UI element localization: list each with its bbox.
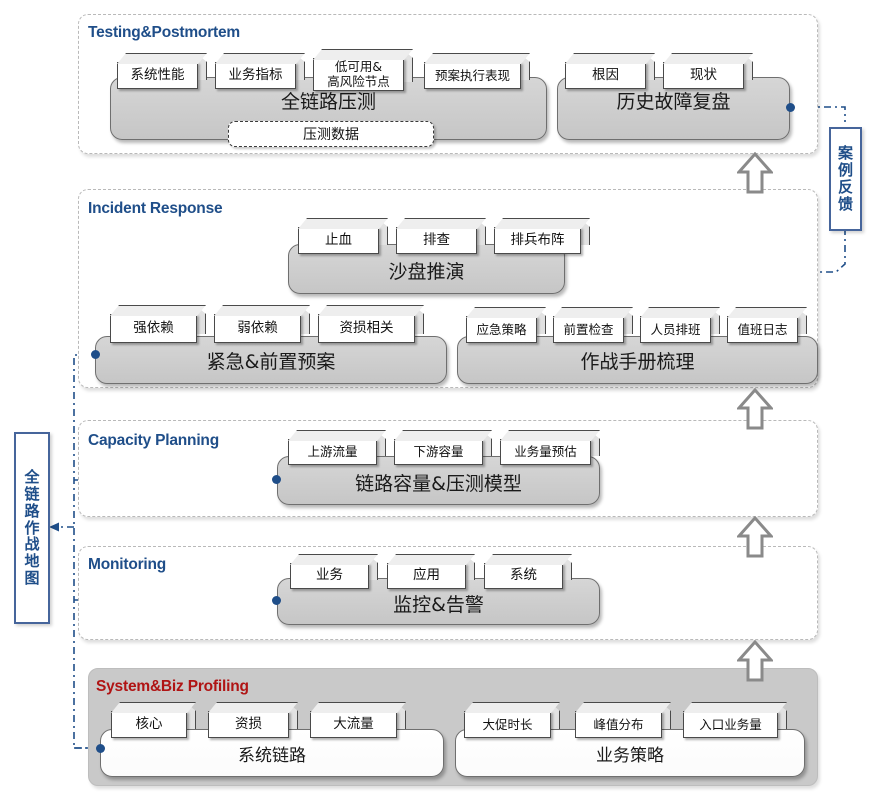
group-label-emergency-preset-plan: 紧急&前置预案: [206, 351, 336, 373]
section-title-incident-response: Incident Response: [88, 200, 223, 217]
group-emergency-preset-plan[interactable]: 紧急&前置预案: [95, 336, 447, 384]
label-char: 链: [24, 485, 40, 503]
group-label-link-capacity-model: 链路容量&压测模型: [355, 473, 522, 495]
chip-face: 预案执行表现: [424, 62, 521, 89]
chip-low-availability-high-risk-node[interactable]: 低可用& 高风险节点: [313, 49, 413, 91]
chip-face: 强依赖: [110, 314, 197, 343]
arrow-profiling-to-monitoring: [737, 640, 773, 682]
label-char: 作: [24, 518, 40, 537]
chip-business-metrics[interactable]: 业务指标: [215, 53, 305, 89]
section-title-capacity-planning: Capacity Planning: [88, 432, 219, 449]
chip-face: 根因: [565, 62, 646, 89]
chip-face: 值班日志: [727, 316, 798, 343]
chip-face: 核心: [111, 711, 187, 738]
label-char: 反: [837, 178, 853, 196]
label-cap-bottom: [14, 622, 50, 624]
chip-upstream-traffic[interactable]: 上游流量: [288, 430, 386, 465]
chip-weak-dependency[interactable]: 弱依赖: [214, 305, 310, 343]
chip-face: 业务量预估: [500, 439, 591, 465]
label-full-link-battle-map[interactable]: 全 链 路 作 战 地 图: [14, 432, 50, 624]
chip-root-cause[interactable]: 根因: [565, 53, 655, 89]
label-char: 馈: [837, 194, 853, 213]
section-title-system-biz-profiling: System&Biz Profiling: [96, 678, 249, 695]
connector-dot-emergency-preset-plan: [91, 350, 100, 359]
section-title-monitoring: Monitoring: [88, 556, 167, 573]
chip-face: 排查: [396, 227, 477, 254]
connector-dot-link-capacity-model: [272, 475, 281, 484]
chip-system-performance[interactable]: 系统性能: [117, 53, 207, 89]
group-label-full-link-stress-test: 全链路压测: [280, 91, 376, 113]
chip-core[interactable]: 核心: [111, 702, 196, 738]
chip-promotion-duration[interactable]: 大促时长: [464, 702, 560, 738]
chip-face: 止血: [298, 227, 379, 254]
chip-face: 大流量: [310, 711, 397, 738]
chip-face: 资损: [208, 711, 289, 738]
chip-duty-log[interactable]: 值班日志: [727, 307, 807, 343]
chip-face: 现状: [663, 62, 744, 89]
chip-face: 业务指标: [215, 62, 296, 89]
group-label-battle-manual: 作战手册梳理: [580, 351, 695, 373]
chip-staff-shift-schedule[interactable]: 人员排班: [640, 307, 720, 343]
chip-application[interactable]: 应用: [387, 554, 475, 589]
chip-emergency-strategy[interactable]: 应急策略: [466, 307, 546, 343]
chip-face: 排兵布阵: [494, 227, 581, 254]
chip-system[interactable]: 系统: [484, 554, 572, 589]
chip-face: 前置检查: [553, 316, 624, 343]
chip-high-traffic[interactable]: 大流量: [310, 702, 406, 738]
chip-troubleshooting[interactable]: 排查: [396, 218, 486, 254]
chip-face: 入口业务量: [683, 711, 778, 738]
section-title-testing-postmortem: Testing&Postmortem: [88, 24, 240, 41]
chip-face: 下游容量: [394, 439, 483, 465]
chip-pre-check[interactable]: 前置检查: [553, 307, 633, 343]
chip-capital-loss[interactable]: 资损: [208, 702, 298, 738]
chip-face: 系统: [484, 563, 563, 589]
chip-current-status[interactable]: 现状: [663, 53, 753, 89]
group-label-historical-incident-review: 历史故障复盘: [616, 91, 731, 113]
connector-dot-monitoring-alerting: [272, 596, 281, 605]
group-battle-manual[interactable]: 作战手册梳理: [457, 336, 818, 384]
chip-stop-bleeding[interactable]: 止血: [298, 218, 388, 254]
chip-strong-dependency[interactable]: 强依赖: [110, 305, 206, 343]
chip-face: 应用: [387, 563, 466, 589]
chip-face: 资损相关: [318, 314, 415, 343]
chip-peak-distribution[interactable]: 峰值分布: [575, 702, 671, 738]
chip-face: 大促时长: [464, 711, 551, 738]
chip-troop-deployment[interactable]: 排兵布阵: [494, 218, 590, 254]
chip-face: 低可用& 高风险节点: [313, 58, 404, 91]
chip-face: 业务: [290, 563, 369, 589]
chip-plan-execution-performance[interactable]: 预案执行表现: [424, 53, 530, 89]
label-cap-bottom: [829, 229, 862, 231]
chip-business[interactable]: 业务: [290, 554, 378, 589]
label-cap-top: [14, 432, 50, 434]
overlay-stress-test-data[interactable]: 压测数据: [228, 121, 434, 147]
connector-dot-historical-incident-review: [786, 103, 795, 112]
group-label-sand-table-drill: 沙盘推演: [388, 261, 465, 283]
label-char: 地: [24, 552, 40, 571]
label-cap-top: [829, 127, 862, 129]
connector-dot-system-link: [96, 744, 105, 753]
group-label-monitoring-alerting: 监控&告警: [393, 594, 484, 616]
chip-entry-business-volume[interactable]: 入口业务量: [683, 702, 787, 738]
label-char: 战: [24, 535, 40, 554]
chip-face: 峰值分布: [575, 711, 662, 738]
group-label-biz-strategy: 业务策略: [596, 746, 664, 766]
arrow-monitoring-to-capacity: [737, 516, 773, 558]
label-case-feedback[interactable]: 案 例 反 馈: [829, 127, 862, 231]
arrow-incident-to-testing: [737, 152, 773, 194]
chip-face: 人员排班: [640, 316, 711, 343]
chip-face: 弱依赖: [214, 314, 301, 343]
label-char: 图: [24, 568, 40, 587]
label-char: 全: [24, 468, 40, 487]
chip-business-volume-forecast[interactable]: 业务量预估: [500, 430, 600, 465]
chip-face: 应急策略: [466, 316, 537, 343]
label-char: 路: [24, 501, 40, 520]
chip-downstream-capacity[interactable]: 下游容量: [394, 430, 492, 465]
chip-face: 上游流量: [288, 439, 377, 465]
chip-face: 系统性能: [117, 62, 198, 89]
label-char: 案: [837, 144, 853, 163]
label-char: 例: [837, 161, 853, 180]
chip-capital-loss-related[interactable]: 资损相关: [318, 305, 424, 343]
group-label-system-link: 系统链路: [238, 746, 306, 766]
arrow-capacity-to-incident: [737, 388, 773, 430]
